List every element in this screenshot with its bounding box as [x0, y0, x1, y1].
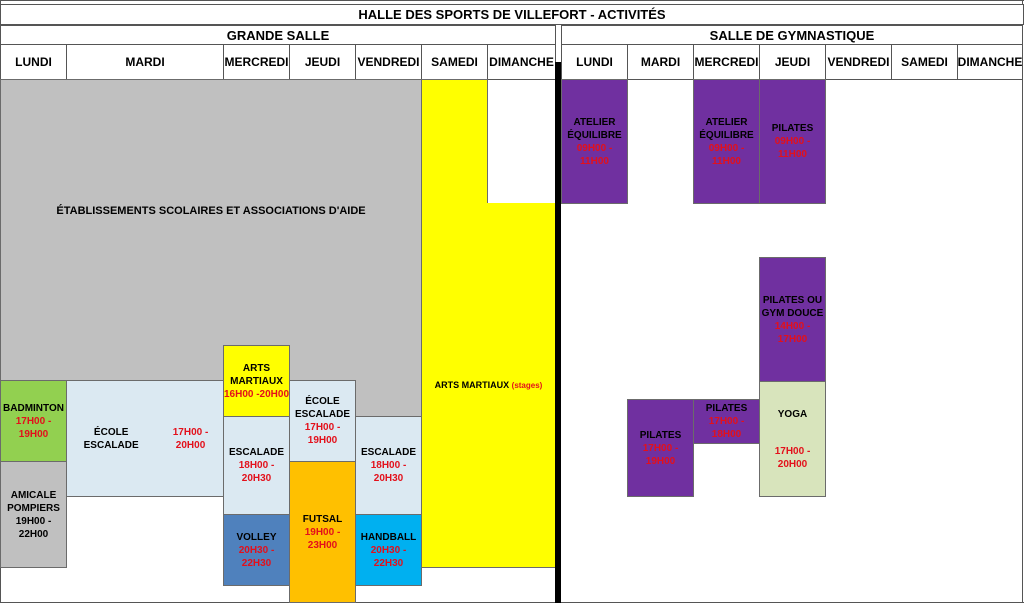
- atelier-equilibre-mercredi-block: ATELIER ÉQUILIBRE 09H00 - 11H00: [693, 79, 760, 204]
- volley-block: VOLLEY 20H30 - 22H30: [223, 514, 290, 586]
- ecole-escalade-jeudi-block: ÉCOLE ESCALADE 17H00 - 19H00: [289, 380, 356, 462]
- etablissements-label: ÉTABLISSEMENTS SCOLAIRES ET ASSOCIATIONS…: [56, 205, 366, 217]
- salle-gym-header: SALLE DE GYMNASTIQUE: [561, 25, 1023, 45]
- atelier-mercredi-name: ATELIER ÉQUILIBRE: [699, 116, 754, 141]
- escalade-mercredi-name: ESCALADE: [228, 447, 284, 458]
- yoga-time: 17H00 - 20H00: [774, 445, 811, 470]
- arts-mercredi-name: ARTS MARTIAUX: [230, 362, 283, 387]
- amicale-time: 19H00 - 22H00: [15, 515, 52, 540]
- frame-top: [0, 0, 1024, 1]
- ecole-jeudi-time: 17H00 - 19H00: [304, 422, 341, 446]
- frame-right: [1022, 0, 1023, 603]
- futsal-block: FUTSAL 19H00 - 23H00: [289, 461, 356, 603]
- volley-time: 20H30 - 22H30: [238, 544, 275, 569]
- yoga-name: YOGA: [777, 408, 808, 420]
- gs-day-samedi: SAMEDI: [421, 44, 488, 80]
- escalade-mercredi-time: 18H00 - 20H30: [238, 460, 275, 484]
- handball-time: 20H30 - 22H30: [370, 544, 407, 569]
- futsal-name: FUTSAL: [302, 513, 343, 525]
- escalade-vendredi-time: 18H00 - 20H30: [370, 460, 407, 484]
- frame-bottom: [0, 602, 1024, 603]
- sg-day-dimanche: DIMANCHE: [957, 44, 1023, 80]
- amicale-pompiers-block: AMICALE POMPIERS 19H00 - 22H00: [0, 461, 67, 568]
- etablissements-block: [0, 79, 422, 381]
- pilates-mardi-block: PILATES 17H00 - 19H00: [627, 399, 694, 497]
- pilates-jeudi-am-time: 09H00 - 11H00: [774, 136, 811, 160]
- badminton-time: 17H00 - 19H00: [15, 415, 52, 440]
- handball-block: HANDBALL 20H30 - 22H30: [355, 514, 422, 586]
- badminton-block: BADMINTON 17H00 - 19H00: [0, 380, 67, 462]
- ecole-jeudi-name: ÉCOLE ESCALADE: [294, 396, 350, 420]
- page-title: HALLE DES SPORTS DE VILLEFORT - ACTIVITÉ…: [0, 4, 1024, 25]
- sg-day-samedi: SAMEDI: [891, 44, 958, 80]
- arts-stages-name: ARTS MARTIAUX: [434, 380, 510, 390]
- arts-martiaux-stages-block-main: [421, 203, 556, 568]
- pilates-mercredi-block: PILATES 17H00 - 18H00: [693, 399, 760, 444]
- pilates-mercredi-time: 17H00 - 18H00: [708, 416, 745, 440]
- gs-day-jeudi: JEUDI: [289, 44, 356, 80]
- escalade-mercredi-block: ESCALADE 18H00 - 20H30: [223, 416, 290, 515]
- escalade-vendredi-block: ESCALADE 18H00 - 20H30: [355, 416, 422, 515]
- atelier-equilibre-lundi-block: ATELIER ÉQUILIBRE 09H00 - 11H00: [561, 79, 628, 204]
- arts-martiaux-stages-label: ARTS MARTIAUX (stages): [421, 380, 556, 390]
- sg-day-lundi: LUNDI: [561, 44, 628, 80]
- gs-day-lundi: LUNDI: [0, 44, 67, 80]
- yoga-block: YOGA 17H00 - 20H00: [759, 381, 826, 497]
- ecole-mardi-name: ÉCOLE ESCALADE: [83, 426, 139, 451]
- pilates-mardi-name: PILATES: [639, 429, 682, 441]
- pilates-gym-douce-block: PILATES OU GYM DOUCE 14H00 - 17H00: [759, 257, 826, 382]
- atelier-lundi-time: 09H00 - 11H00: [576, 142, 613, 167]
- grande-salle-header: GRANDE SALLE: [0, 25, 556, 45]
- gs-day-dimanche: DIMANCHE: [487, 44, 556, 80]
- arts-martiaux-stages-block: [421, 79, 488, 204]
- ecole-mardi-time: 17H00 - 20H00: [172, 426, 209, 451]
- arts-stages-note: (stages): [511, 381, 543, 390]
- sg-day-mardi: MARDI: [627, 44, 694, 80]
- handball-name: HANDBALL: [360, 531, 417, 543]
- pilates-jeudi-am-name: PILATES: [771, 123, 814, 134]
- pilates-gym-name: PILATES OU GYM DOUCE: [761, 294, 824, 319]
- pilates-jeudi-am-block: PILATES 09H00 - 11H00: [759, 79, 826, 204]
- section-divider: [555, 62, 561, 603]
- sg-day-mercredi: MERCREDI: [693, 44, 760, 80]
- gs-day-vendredi: VENDREDI: [355, 44, 422, 80]
- amicale-name: AMICALE POMPIERS: [7, 489, 60, 514]
- gs-day-mardi: MARDI: [66, 44, 224, 80]
- escalade-vendredi-name: ESCALADE: [360, 447, 416, 458]
- sg-day-vendredi: VENDREDI: [825, 44, 892, 80]
- pilates-mardi-time: 17H00 - 19H00: [642, 442, 679, 467]
- volley-name: VOLLEY: [236, 531, 277, 543]
- atelier-mercredi-time: 09H00 - 11H00: [708, 142, 745, 167]
- futsal-time: 19H00 - 23H00: [304, 526, 341, 551]
- atelier-lundi-name: ATELIER ÉQUILIBRE: [567, 116, 622, 141]
- badminton-name: BADMINTON: [3, 402, 64, 414]
- gs-day-mercredi: MERCREDI: [223, 44, 290, 80]
- pilates-gym-time: 14H00 - 17H00: [774, 320, 811, 345]
- ecole-escalade-mardi-block: ÉCOLE ESCALADE 17H00 - 20H00: [66, 380, 224, 497]
- arts-mercredi-time: 16H00 -20H00: [223, 388, 290, 400]
- arts-martiaux-mercredi-block: ARTS MARTIAUX 16H00 -20H00: [223, 345, 290, 417]
- pilates-mercredi-name: PILATES: [705, 403, 748, 414]
- sg-day-jeudi: JEUDI: [759, 44, 826, 80]
